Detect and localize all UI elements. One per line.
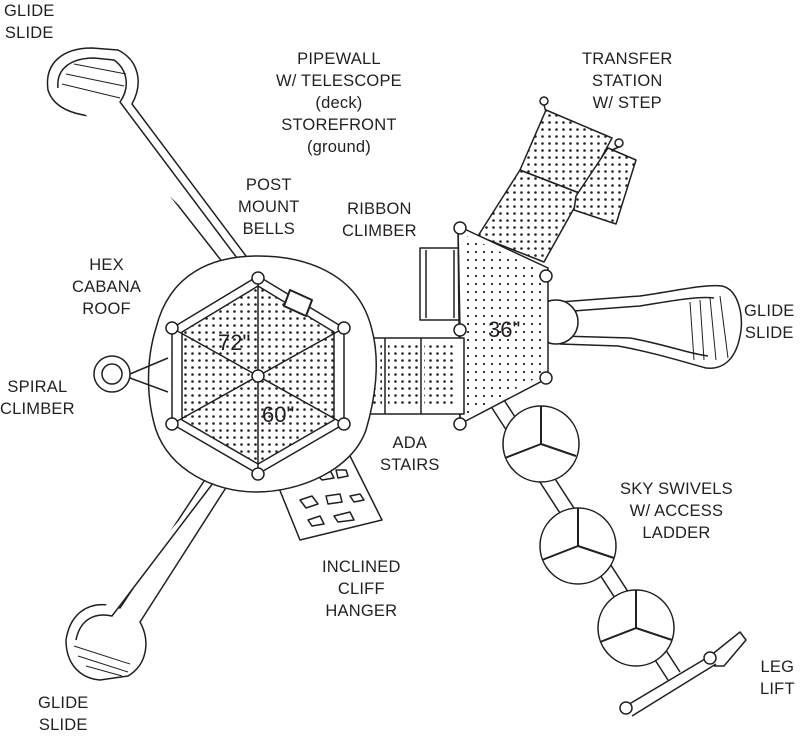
hex-platform <box>147 255 378 493</box>
posts <box>165 221 553 481</box>
sky-swivels <box>491 399 681 681</box>
square-deck <box>457 225 549 425</box>
deck-height-60: 60" <box>262 402 294 427</box>
spiral-climber <box>93 355 169 393</box>
deck-height-72: 72" <box>218 330 250 355</box>
deck-height-36: 36" <box>488 317 520 342</box>
leg-lift <box>619 631 747 717</box>
ribbon-climber <box>419 247 461 321</box>
glide-slide-top-left <box>46 47 256 283</box>
glide-slide-right <box>533 284 743 369</box>
glide-slide-bottom-left <box>65 459 237 681</box>
transfer-station-steps <box>477 96 637 263</box>
